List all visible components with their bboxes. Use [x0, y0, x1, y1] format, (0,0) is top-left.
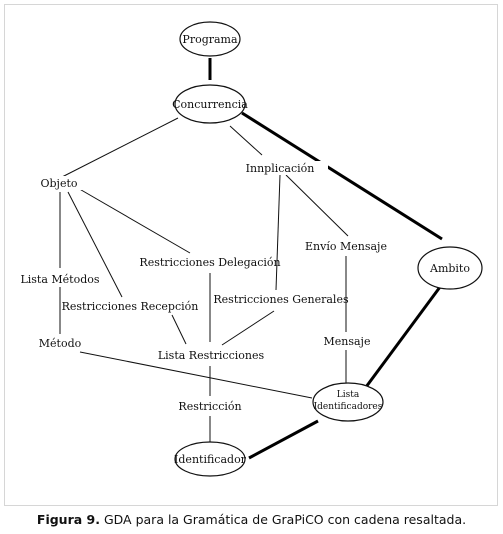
- node-lista-identificadores-label-1: Lista: [337, 390, 360, 400]
- label-mensaje: Mensaje: [324, 335, 371, 348]
- caption-text: GDA para la Gramática de GraPiCO con cad…: [103, 512, 467, 527]
- caption-label: Figura 9.: [36, 512, 100, 527]
- node-concurrencia: [174, 84, 246, 124]
- node-identificador-label: Identificador: [174, 453, 247, 466]
- label-metodo: Método: [39, 337, 82, 350]
- edge-metodo-lista-identificadores: [79, 351, 313, 399]
- node-ambito-label: Ambito: [429, 262, 470, 275]
- edge-implicacion-restricciones-generales: [275, 174, 281, 291]
- node-concurrencia-label: Concurrencia: [172, 98, 248, 111]
- edge-objeto-restricciones-recepcion: [67, 191, 123, 298]
- edge-restricciones-recepcion-lista-restricciones: [171, 314, 187, 345]
- edge-objeto-restricciones-delegacion: [75, 186, 191, 254]
- label-restricciones-delegacion: Restricciones Delegación: [139, 256, 280, 269]
- label-restricciones-recepcion: Restricciones Recepción: [62, 300, 199, 313]
- edge-lista-identificadores-identificador: [248, 419, 319, 460]
- label-objeto: Objeto: [40, 177, 77, 190]
- label-restricciones-generales: Restricciones Generales: [213, 293, 349, 306]
- figure-caption: Figura 9. GDA para la Gramática de GraPi…: [0, 512, 503, 527]
- node-identificador: [174, 441, 246, 477]
- edge-implicacion-envio-mensaje: [285, 174, 349, 237]
- label-lista-metodos: Lista Métodos: [20, 273, 99, 286]
- node-lista-identificadores-label-2: Identificadores: [314, 402, 383, 412]
- edge-restricciones-generales-lista-restricciones: [221, 310, 275, 346]
- edge-concurrencia-implicacion: [229, 125, 263, 156]
- edge-ambito-lista-identificadores: [364, 286, 442, 388]
- node-programa: [179, 21, 241, 57]
- node-programa-label: Programa: [182, 33, 238, 46]
- label-lista-restricciones: Lista Restricciones: [158, 349, 265, 362]
- edge-concurrencia-ambito: [241, 111, 443, 241]
- node-ambito: [417, 246, 483, 290]
- label-envio-mensaje: Envío Mensaje: [305, 240, 387, 253]
- label-restriccion: Restricción: [178, 400, 241, 413]
- label-implicacion: Innplicación: [246, 162, 315, 175]
- node-lista-identificadores: [312, 382, 384, 422]
- edge-concurrencia-objeto: [61, 117, 179, 178]
